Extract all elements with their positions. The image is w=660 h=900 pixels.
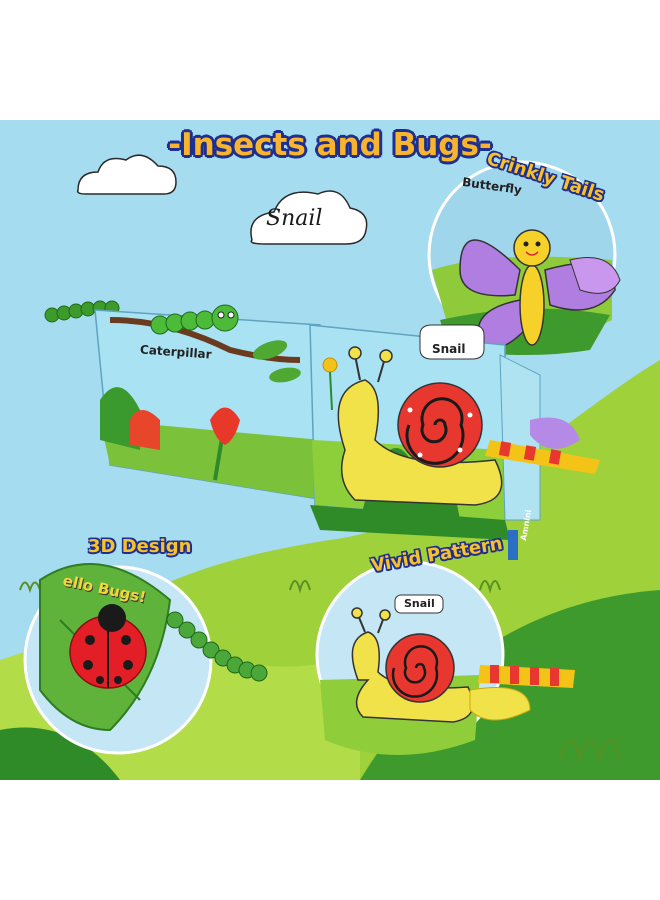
hill-dark-left	[0, 727, 120, 780]
product-image: -Insects and Bugs- Snail Crinkly Tails 3…	[0, 120, 660, 780]
snail-zoom-illustration	[351, 607, 474, 723]
caterpillar-body-zoom	[166, 611, 268, 682]
page-label-snail: Snail	[432, 342, 466, 356]
cloth-book	[44, 300, 600, 560]
butterfly-illustration	[459, 229, 621, 349]
cloud-snail	[250, 190, 368, 245]
scene-illustration	[0, 120, 660, 780]
page-label-snail-zoom: Snail	[404, 597, 435, 610]
grass-tufts	[19, 580, 621, 761]
cloud-label: Snail	[266, 206, 323, 231]
page-title: -Insects and Bugs-	[168, 127, 492, 163]
callout-3d-design: 3D Design	[88, 536, 192, 557]
caterpillar-illustration	[150, 304, 239, 335]
snail-illustration	[337, 346, 503, 506]
cloud-top-left	[76, 154, 177, 195]
ladybug-illustration	[69, 604, 147, 689]
book-bottom-edge	[310, 505, 510, 540]
